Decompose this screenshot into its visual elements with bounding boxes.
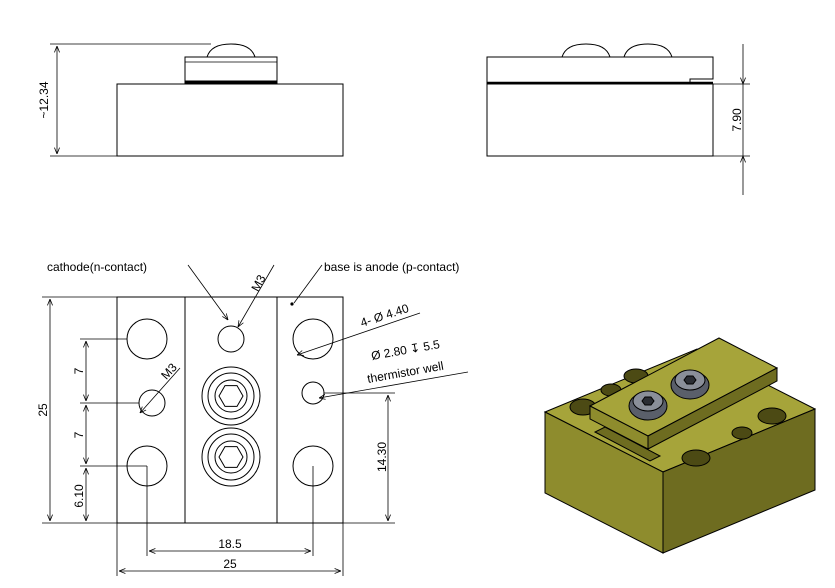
iso-screw-1: [628, 390, 668, 421]
iso-body-side: [662, 408, 816, 554]
mount-hole-top-right: [292, 318, 334, 360]
side-view-left: ~12.34: [37, 43, 344, 157]
iso-holes: [569, 368, 787, 467]
hole-callout: 4- Ø 4.40: [359, 301, 411, 330]
dim-hole-spacing: 18.5: [218, 537, 242, 551]
well-label: thermistor well: [366, 359, 445, 386]
m3-hole-left: [138, 389, 166, 417]
isometric-view: [543, 337, 817, 554]
side-view-right: 7.90: [486, 43, 750, 195]
m3-hole-top: [217, 325, 245, 353]
thermistor-well: [301, 381, 325, 405]
screw-head: [206, 43, 256, 58]
dim-bottom-offset: 6.10: [72, 484, 86, 508]
screw-bottom: [201, 427, 261, 487]
note-base-anode: base is anode (p-contact): [324, 260, 459, 274]
front-outline: [116, 296, 344, 524]
iso-slot: [593, 426, 662, 462]
dim-total-height: 25: [36, 403, 50, 417]
screw-top: [201, 366, 261, 426]
base-block: [116, 83, 344, 157]
dim-height-right: 7.90: [730, 108, 744, 132]
dim-height-left: ~12.34: [37, 81, 51, 118]
thread-label-top: M3: [248, 272, 268, 294]
mount-hole-top-left: [126, 318, 168, 360]
iso-plate-side: [647, 367, 778, 450]
dim-spacing-2: 7: [72, 431, 86, 438]
iso-screw-2: [670, 369, 710, 400]
well-callout: Ø 2.80 ↧ 5.5: [370, 337, 441, 363]
dim-total-width: 25: [223, 557, 237, 571]
screw-head-2: [623, 43, 673, 58]
top-plate-right: [486, 56, 714, 84]
screw-head-1: [561, 43, 611, 58]
anode-point: [290, 302, 294, 306]
dim-well-height: 14.30: [375, 442, 389, 472]
dim-spacing-1: 7: [72, 367, 86, 374]
front-view: cathode(n-contact) base is anode (p-cont…: [36, 260, 469, 576]
base-block-right: [486, 83, 714, 157]
thread-label-left: M3: [158, 360, 180, 382]
note-cathode: cathode(n-contact): [47, 260, 147, 274]
top-plate: [184, 56, 278, 85]
